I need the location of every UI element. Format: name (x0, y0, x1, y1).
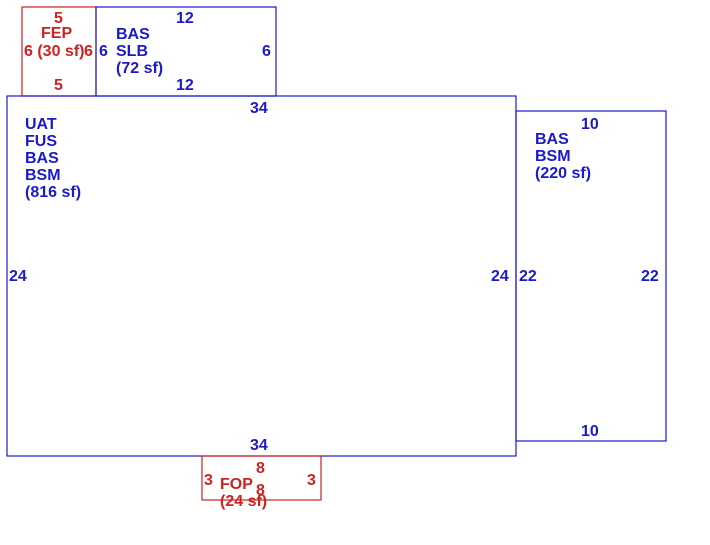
main-dim-top: 34 (250, 100, 268, 117)
bas-slb-dim-right: 6 (262, 43, 271, 60)
bas-bsm-outline (515, 110, 667, 442)
bas-slb-area: (72 sf) (116, 60, 163, 77)
bas-bsm-area: (220 sf) (535, 165, 591, 182)
main-dim-bottom: 34 (250, 437, 268, 454)
main-line-1: UAT (25, 116, 57, 133)
bas-bsm-dim-top: 10 (581, 116, 599, 133)
fep-dim-bottom: 5 (54, 77, 63, 94)
bas-slb-line-2: SLB (116, 43, 148, 60)
bas-bsm-line-1: BAS (535, 131, 569, 148)
bas-slb-dim-left: 6 (99, 43, 108, 60)
main-line-3: BAS (25, 150, 59, 167)
fop-outline (201, 455, 322, 501)
main-line-4: BSM (25, 167, 61, 184)
fop-dim-left: 3 (204, 472, 213, 489)
bas-slb-line-1: BAS (116, 26, 150, 43)
fep-area: 6 (30 sf) (24, 43, 84, 60)
main-area: (816 sf) (25, 184, 81, 201)
bas-bsm-line-2: BSM (535, 148, 571, 165)
area-bas-slb: BAS SLB (72 sf) 12 12 6 6 (95, 6, 277, 97)
fop-dim-right: 3 (307, 472, 316, 489)
main-dim-left: 24 (9, 268, 27, 285)
bas-slb-dim-bottom: 12 (176, 77, 194, 94)
area-fop: FOP (24 sf) 8 8 3 3 (201, 455, 322, 510)
main-outline (6, 95, 517, 457)
fep-name: FEP (41, 25, 72, 42)
fop-dim-top: 8 (256, 460, 265, 477)
fop-dim-bottom: 8 (256, 482, 265, 499)
main-line-2: FUS (25, 133, 57, 150)
fop-name: FOP (220, 476, 253, 493)
main-dim-right: 24 (491, 268, 509, 285)
fep-dim-right: 6 (84, 43, 93, 60)
fep-dim-top: 5 (54, 10, 63, 27)
area-main: UAT FUS BAS BSM (816 sf) 34 34 24 24 (6, 95, 517, 457)
bas-slb-dim-top: 12 (176, 10, 194, 27)
bas-bsm-dim-left: 22 (519, 268, 537, 285)
bas-bsm-dim-right: 22 (641, 268, 659, 285)
bas-bsm-dim-bottom: 10 (581, 423, 599, 440)
area-bas-bsm: BAS BSM (220 sf) 10 10 22 22 (515, 110, 667, 442)
area-fep: FEP 6 (30 sf) 5 5 6 (21, 6, 97, 97)
fop-area: (24 sf) (220, 493, 267, 510)
